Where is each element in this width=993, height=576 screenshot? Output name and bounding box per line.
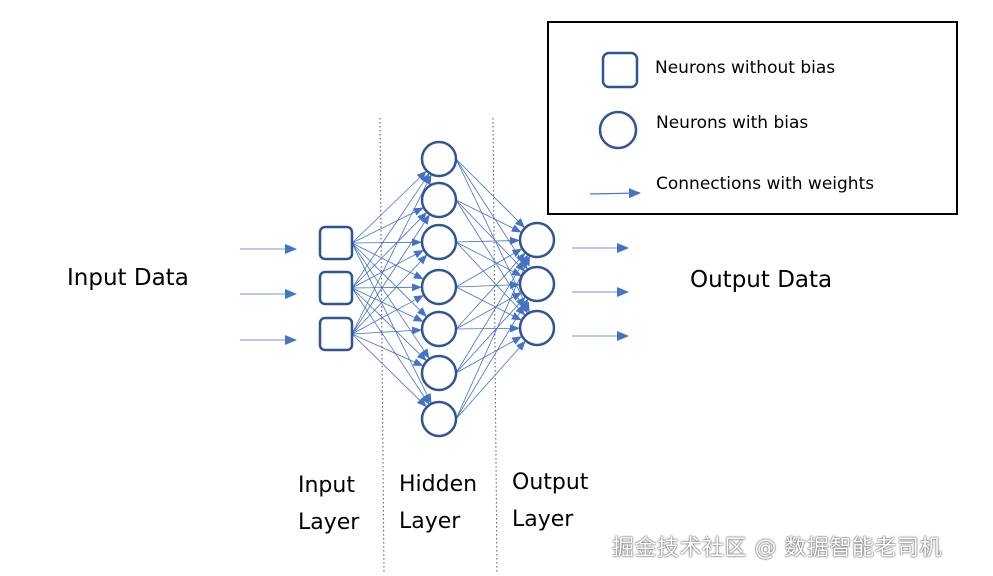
watermark: 掘金技术社区 @ 数据智能老司机 <box>612 536 942 561</box>
connection-h3-o2 <box>455 286 522 321</box>
connection-h3-o0 <box>455 248 523 288</box>
hidden-neuron-5 <box>420 354 458 392</box>
legend <box>547 21 958 215</box>
connection-i0-h4 <box>351 242 427 318</box>
connection-i2-h6 <box>351 333 427 408</box>
connection-h5-o1 <box>455 296 526 374</box>
legend-square-label: Neurons without bias <box>655 58 836 78</box>
output-layer-line2: Layer <box>512 507 574 532</box>
input-layer-label: Input Layer <box>298 467 359 541</box>
input-data-label: Input Data <box>67 265 189 291</box>
connection-i0-h5 <box>351 242 430 359</box>
connection-i0-h0 <box>351 170 427 244</box>
hidden-neuron-6 <box>420 400 458 438</box>
connection-i1-h4 <box>351 287 424 322</box>
input-neuron-1 <box>318 270 354 306</box>
legend-circle-label: Neurons with bias <box>656 113 809 133</box>
neurons <box>318 140 556 438</box>
connection-i2-h0 <box>351 174 432 335</box>
legend-square-icon <box>601 51 639 89</box>
connection-i1-h2 <box>351 249 424 289</box>
connection-i2-h2 <box>351 254 428 335</box>
connection-h6-o2 <box>455 340 526 420</box>
connection-i0-h6 <box>351 242 432 404</box>
connection-i2-h3 <box>351 295 425 335</box>
hidden-neuron-1 <box>420 181 458 219</box>
connection-h4-o1 <box>455 292 523 330</box>
legend-arrow-icon <box>589 188 641 199</box>
output-neuron-2 <box>518 309 556 347</box>
hidden-layer-label: Hidden Layer <box>399 466 477 540</box>
legend-circle-icon <box>598 110 638 150</box>
output-layer-label: Output Layer <box>512 464 588 538</box>
connection-h2-o2 <box>455 241 526 316</box>
hidden-neuron-3 <box>420 268 458 306</box>
connection-h6-o1 <box>455 298 529 420</box>
connection-i2-h1 <box>351 214 430 335</box>
input-neuron-2 <box>318 316 354 352</box>
connection-i1-h5 <box>351 287 427 362</box>
connection-h4-o0 <box>455 252 526 330</box>
input-layer-line1: Input <box>298 473 355 498</box>
layer-divider-1 <box>379 117 385 575</box>
connection-h3-o1 <box>455 281 521 289</box>
connection-i1-h1 <box>351 212 428 289</box>
output-data-label: Output Data <box>690 267 833 293</box>
output-layer-line1: Output <box>512 470 589 495</box>
hidden-neuron-0 <box>420 140 458 178</box>
legend-arrow-label: Connections with weights <box>656 174 875 194</box>
hidden-neuron-2 <box>420 223 458 261</box>
hidden-layer-line2: Layer <box>399 509 461 534</box>
connection-h2-o0 <box>455 236 521 245</box>
output-neuron-0 <box>518 221 556 259</box>
connection-h4-o2 <box>455 324 521 333</box>
output-neuron-1 <box>518 265 556 303</box>
connection-h2-o1 <box>455 241 522 277</box>
connection-h1-o0 <box>455 199 522 233</box>
connection-i1-h0 <box>351 173 430 289</box>
input-neuron-0 <box>318 225 354 261</box>
connection-h0-o1 <box>455 158 528 270</box>
connection-h5-o0 <box>455 254 529 374</box>
connection-h6-o0 <box>455 255 530 420</box>
connection-h0-o0 <box>455 158 525 228</box>
io-arrows <box>240 243 629 345</box>
connection-h1-o1 <box>455 199 526 272</box>
connection-i0-h3 <box>351 242 424 280</box>
input-layer-line2: Layer <box>298 510 360 535</box>
connection-i2-h5 <box>351 333 424 367</box>
connection-i0-h2 <box>351 238 423 247</box>
connection-i1-h3 <box>351 283 423 292</box>
layer-divider-2 <box>492 117 498 575</box>
connections <box>351 158 530 420</box>
hidden-layer-line1: Hidden <box>399 472 478 497</box>
hidden-neuron-4 <box>420 310 458 348</box>
connection-i2-h4 <box>351 326 423 335</box>
connection-h1-o2 <box>455 199 528 314</box>
connection-i1-h6 <box>351 287 430 405</box>
connection-h5-o2 <box>455 336 523 374</box>
connection-i0-h1 <box>351 207 424 244</box>
